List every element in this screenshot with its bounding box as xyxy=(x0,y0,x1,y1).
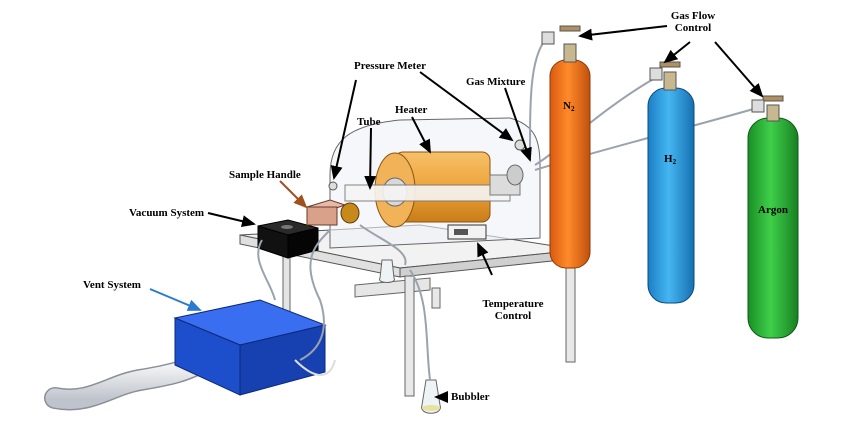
vacuum-system-label: Vacuum System xyxy=(129,207,205,219)
callout-arrows xyxy=(207,25,764,403)
bubbler-flask-table xyxy=(379,259,395,283)
gas-flow-control-label: Gas Flow Control xyxy=(670,10,716,34)
vent-system-label: Vent System xyxy=(83,279,141,291)
h2-cylinder-label: H2 xyxy=(664,153,677,166)
heater-label: Heater xyxy=(395,104,428,116)
vent-system-arrow xyxy=(149,288,202,311)
temperature-control-label: Temperature Control xyxy=(482,298,544,322)
furnace xyxy=(305,117,541,249)
bubbler-label: Bubbler xyxy=(451,391,490,403)
h2-cylinder xyxy=(647,61,695,304)
argon-cylinder-label: Argon xyxy=(758,204,788,216)
tube-label: Tube xyxy=(357,116,381,128)
bubbler-flask xyxy=(421,379,441,414)
vent-system-unit xyxy=(44,299,336,411)
sample-handle-label: Sample Handle xyxy=(229,169,301,181)
pressure-meter-label: Pressure Meter xyxy=(354,60,426,72)
gas-lines xyxy=(257,39,758,381)
n2-cylinder xyxy=(541,25,591,269)
n2-cylinder-label: N2 xyxy=(563,100,575,113)
argon-cylinder xyxy=(747,95,799,339)
gas-mixture-label: Gas Mixture xyxy=(466,76,526,88)
vacuum-system-unit xyxy=(257,219,319,259)
sample-handle-arrow xyxy=(279,180,308,209)
